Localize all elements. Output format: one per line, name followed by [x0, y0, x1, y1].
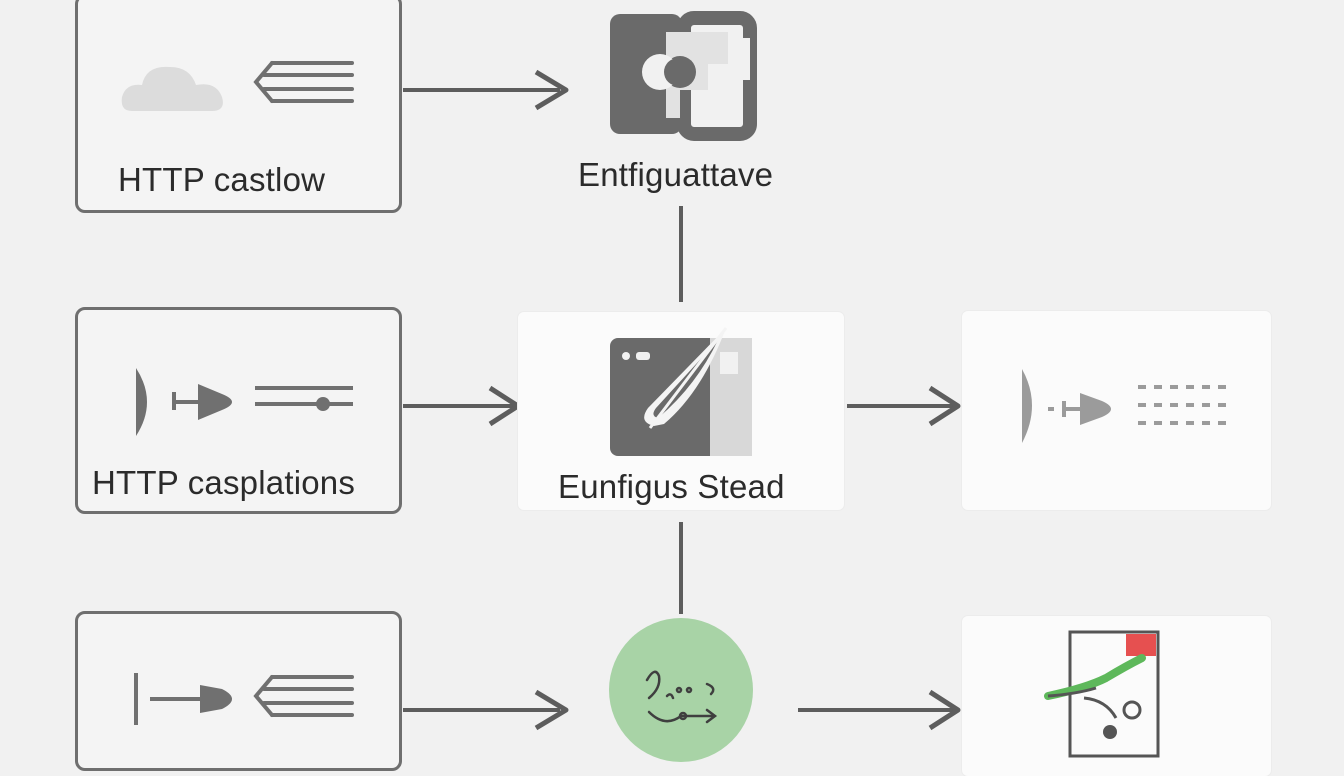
- fork-lines-icon: [250, 669, 360, 725]
- node-http-casplations[interactable]: HTTP casplations: [75, 307, 402, 514]
- node-http-castlow[interactable]: HTTP castlow: [75, 0, 402, 213]
- antenna-icon: [1018, 367, 1128, 447]
- node-http-bottom[interactable]: [75, 611, 402, 771]
- node-right-middle[interactable]: [962, 311, 1271, 510]
- antenna-icon: [130, 366, 250, 438]
- node-label: HTTP castlow: [118, 161, 326, 198]
- document-graph-icon: [1044, 628, 1166, 758]
- arrow-casplations-to-eunfigus: [403, 385, 521, 427]
- connector-icon: [130, 671, 250, 727]
- diagram-canvas: HTTP castlow HTTP casplations: [75, 0, 1271, 771]
- dotted-lines-icon: [1136, 383, 1236, 433]
- node-eunfigus-stead[interactable]: Eunfigus Stead: [518, 312, 844, 510]
- connectors-layer: [403, 69, 961, 731]
- node-label: Entfiguattave: [578, 156, 774, 193]
- puzzle-window-icon: [610, 11, 757, 141]
- arrow-castlow-to-entfiguattave: [403, 69, 569, 111]
- node-label: Eunfigus Stead: [558, 468, 785, 505]
- node-entfiguattave[interactable]: Entfiguattave: [560, 10, 810, 200]
- arrow-bottom-left-to-green: [403, 689, 569, 731]
- green-circle-flow-icon: [609, 618, 753, 762]
- fork-lines-icon: [250, 55, 360, 111]
- arrow-green-to-right-bottom: [798, 689, 961, 731]
- browser-feather-icon: [610, 327, 760, 458]
- node-label: HTTP casplations: [92, 464, 356, 501]
- cloud-icon: [120, 55, 230, 115]
- arrow-eunfigus-to-right-middle: [847, 385, 961, 427]
- node-green-process[interactable]: [609, 618, 753, 762]
- node-right-bottom[interactable]: [962, 616, 1271, 776]
- slider-lines-icon: [253, 384, 358, 420]
